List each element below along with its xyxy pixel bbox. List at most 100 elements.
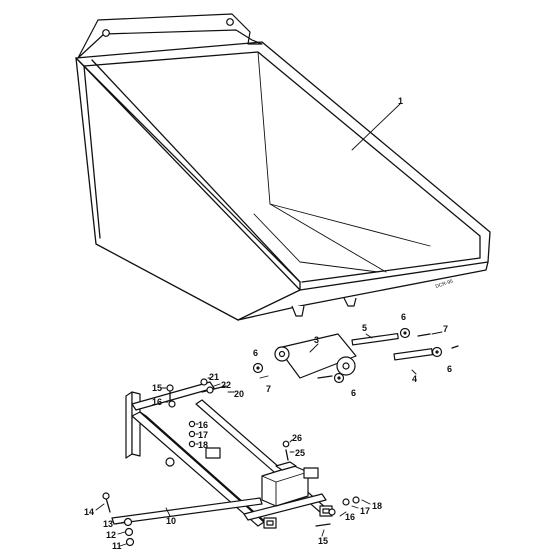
clip-right-lower <box>451 345 459 349</box>
leader-5 <box>365 333 373 339</box>
bolt-15-upper-head <box>166 384 174 392</box>
washer-13 <box>123 517 133 527</box>
grass-box-foot-left <box>291 305 305 317</box>
callout-6-left: 6 <box>253 348 258 358</box>
washer-16-upper <box>168 400 176 408</box>
callout-13: 13 <box>103 519 113 529</box>
grass-box-left-wall <box>75 57 239 321</box>
callout-5: 5 <box>362 323 367 333</box>
frame-pivot-boss <box>165 457 175 467</box>
bolt-20 <box>201 385 227 393</box>
leader-18-lower <box>361 499 371 505</box>
bolt-left-head <box>102 492 110 500</box>
callout-26: 26 <box>292 433 302 443</box>
callout-22: 22 <box>221 380 231 390</box>
hitch-block-top <box>275 471 309 483</box>
callout-15-lower: 15 <box>318 536 328 546</box>
callout-16-lower: 16 <box>345 512 355 522</box>
washer-12 <box>124 527 134 537</box>
clip-left <box>317 375 333 379</box>
leader-15-lower <box>321 529 325 537</box>
leader-22 <box>213 383 221 387</box>
support-arm-assembly: 3 4 5 6 6 6 6 7 7 <box>252 312 459 398</box>
callout-14: 14 <box>84 507 94 517</box>
bolt-21-head <box>200 378 208 386</box>
leader-1 <box>351 103 401 151</box>
pin-short <box>393 348 434 361</box>
callout-18-mid: 18 <box>198 440 208 450</box>
frame-front-bar <box>243 493 327 521</box>
callout-7-left: 7 <box>266 384 271 394</box>
grass-box-flange-line <box>91 59 301 283</box>
frame-right-end-cap-hole <box>322 508 330 514</box>
grass-box-back-plate <box>77 13 263 59</box>
callout-12: 12 <box>106 530 116 540</box>
pin-long <box>351 332 399 346</box>
callout-6-right: 6 <box>447 364 452 374</box>
callout-6-top-right: 6 <box>401 312 406 322</box>
grass-box-rim-outer <box>75 41 491 291</box>
nut-11 <box>125 537 135 547</box>
callout-16-upper: 16 <box>152 397 162 407</box>
callout-25: 25 <box>295 448 305 458</box>
washer-16-mid <box>188 420 196 428</box>
callout-11: 11 <box>112 541 122 551</box>
callout-21: 21 <box>209 372 219 382</box>
callout-1: 1 <box>398 96 403 106</box>
leader-17-lower <box>351 505 359 509</box>
callout-3: 3 <box>314 335 319 345</box>
pivot-tube-left <box>205 447 221 459</box>
support-arm-bore-left <box>278 350 286 358</box>
mounting-hole-left <box>102 29 110 37</box>
hitch-block-lug <box>275 461 297 471</box>
grass-box-bottom-edge <box>237 261 489 321</box>
leader-10 <box>165 507 171 517</box>
grass-box-bottom-front <box>237 289 301 321</box>
axle-rod <box>111 497 263 525</box>
frame-left-end-cap-hole <box>266 520 274 526</box>
callout-17-lower: 17 <box>360 506 370 516</box>
grass-box-foot-right <box>343 297 357 307</box>
leader-3 <box>309 343 319 353</box>
grease-nipple-26 <box>282 440 290 448</box>
leader-7-right <box>431 331 443 335</box>
mounting-frame: 10 11 12 13 14 15 15 16 16 16 17 17 18 1… <box>84 372 382 551</box>
grass-box: DCR-95 1 <box>75 13 491 321</box>
washer-bottom-hole <box>337 376 341 380</box>
callout-6-bottom: 6 <box>351 388 356 398</box>
washer-17-lower <box>342 498 350 506</box>
frame-top-bar <box>131 381 215 411</box>
leader-11 <box>119 543 127 547</box>
grass-box-inner-floor <box>269 203 431 247</box>
callout-17-mid: 17 <box>198 430 208 440</box>
callout-10: 10 <box>166 516 176 526</box>
callout-4: 4 <box>412 374 417 384</box>
washer-left-hole <box>256 366 260 370</box>
drawing-stamp: DCR-95 <box>435 279 454 290</box>
washer-right-hole <box>435 350 439 354</box>
pivot-tube-right <box>303 467 319 479</box>
grass-box-rim-inner <box>83 51 481 283</box>
leader-7-left <box>259 375 269 379</box>
callout-15-upper: 15 <box>152 383 162 393</box>
leader-26 <box>289 439 293 443</box>
washer-top-right-hole <box>403 331 407 335</box>
callout-18-lower: 18 <box>372 501 382 511</box>
clip-right-upper <box>417 333 431 337</box>
washer-16-lower <box>328 508 336 516</box>
callout-16-mid: 16 <box>198 420 208 430</box>
support-arm-bore-right <box>342 362 350 370</box>
leader-13 <box>115 521 125 525</box>
bolt-15-lower <box>315 523 331 527</box>
support-arm <box>277 333 357 379</box>
bolt-25 <box>285 449 289 461</box>
callout-20: 20 <box>234 389 244 399</box>
leader-12 <box>117 531 126 535</box>
nut-18-lower <box>352 496 360 504</box>
grass-box-left-wall-edge <box>83 65 101 239</box>
grass-box-floor-slope <box>253 213 379 273</box>
grass-box-front-flange <box>75 57 301 291</box>
callout-7-right: 7 <box>443 324 448 334</box>
frame-left-upright <box>125 391 133 459</box>
